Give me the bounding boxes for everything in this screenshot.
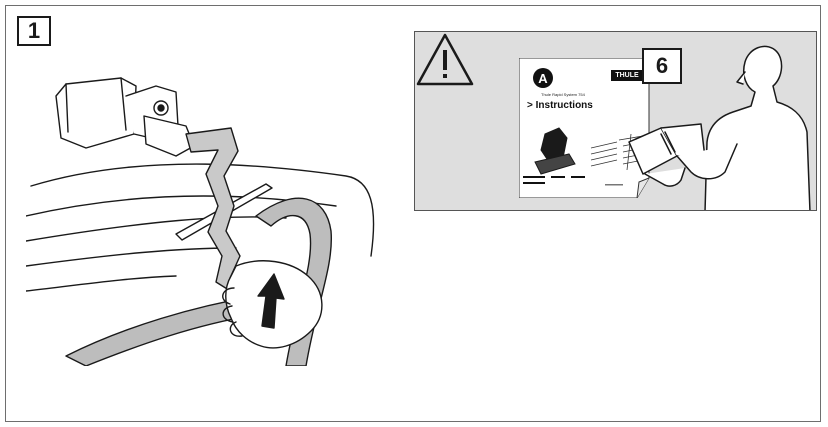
- reference-panel: A THULE Thule Rapid System 754 > Instruc…: [414, 31, 817, 211]
- step-number: 1: [17, 16, 51, 46]
- illustration-frame: 1: [5, 5, 821, 422]
- roof-strap-illustration: [26, 56, 396, 366]
- person-reading: [415, 32, 817, 211]
- step-number-label: 1: [28, 18, 40, 44]
